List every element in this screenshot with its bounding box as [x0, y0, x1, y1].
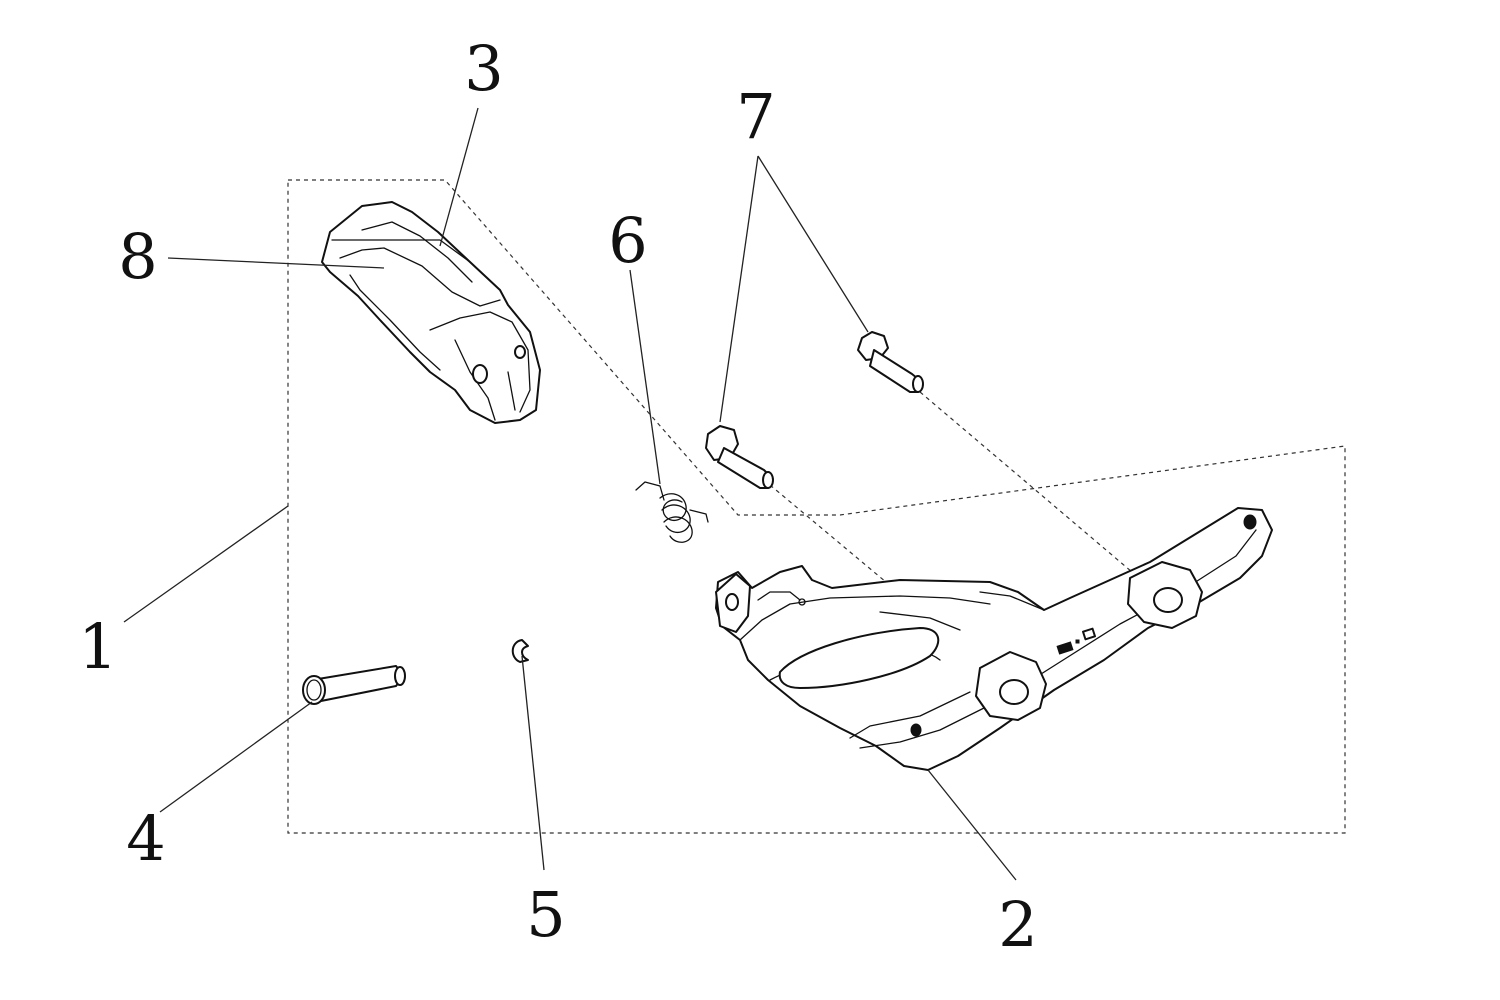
torsion-spring-part [635, 481, 709, 543]
callout-6: 6 [608, 204, 647, 277]
callout-7: 7 [736, 80, 775, 153]
retaining-clip-part [511, 639, 529, 663]
leader-line-4 [159, 701, 313, 813]
callout-5: 5 [526, 878, 565, 951]
leader-line-8 [167, 257, 385, 269]
callout-4: 4 [126, 802, 165, 875]
mounting-bolt-lower [705, 425, 774, 489]
leader-line-1 [123, 505, 289, 623]
footrest-pad-part [321, 201, 541, 424]
assembly-boundary [287, 179, 1346, 834]
callout-1: 1 [78, 610, 117, 683]
callout-3: 3 [464, 32, 503, 105]
footrest-bracket-part [715, 507, 1273, 771]
callout-8: 8 [118, 220, 157, 293]
mounting-bolt-upper [857, 331, 924, 393]
leader-line-7b [757, 155, 869, 333]
bolt-alignment-line-right [919, 391, 1166, 601]
leader-line-6 [629, 269, 661, 485]
leader-line-7a [719, 155, 759, 423]
callout-2: 2 [998, 888, 1037, 961]
leader-line-5 [521, 655, 545, 871]
pivot-pin-part [302, 665, 406, 705]
leader-line-3 [439, 107, 479, 247]
leader-line-2 [927, 769, 1017, 881]
